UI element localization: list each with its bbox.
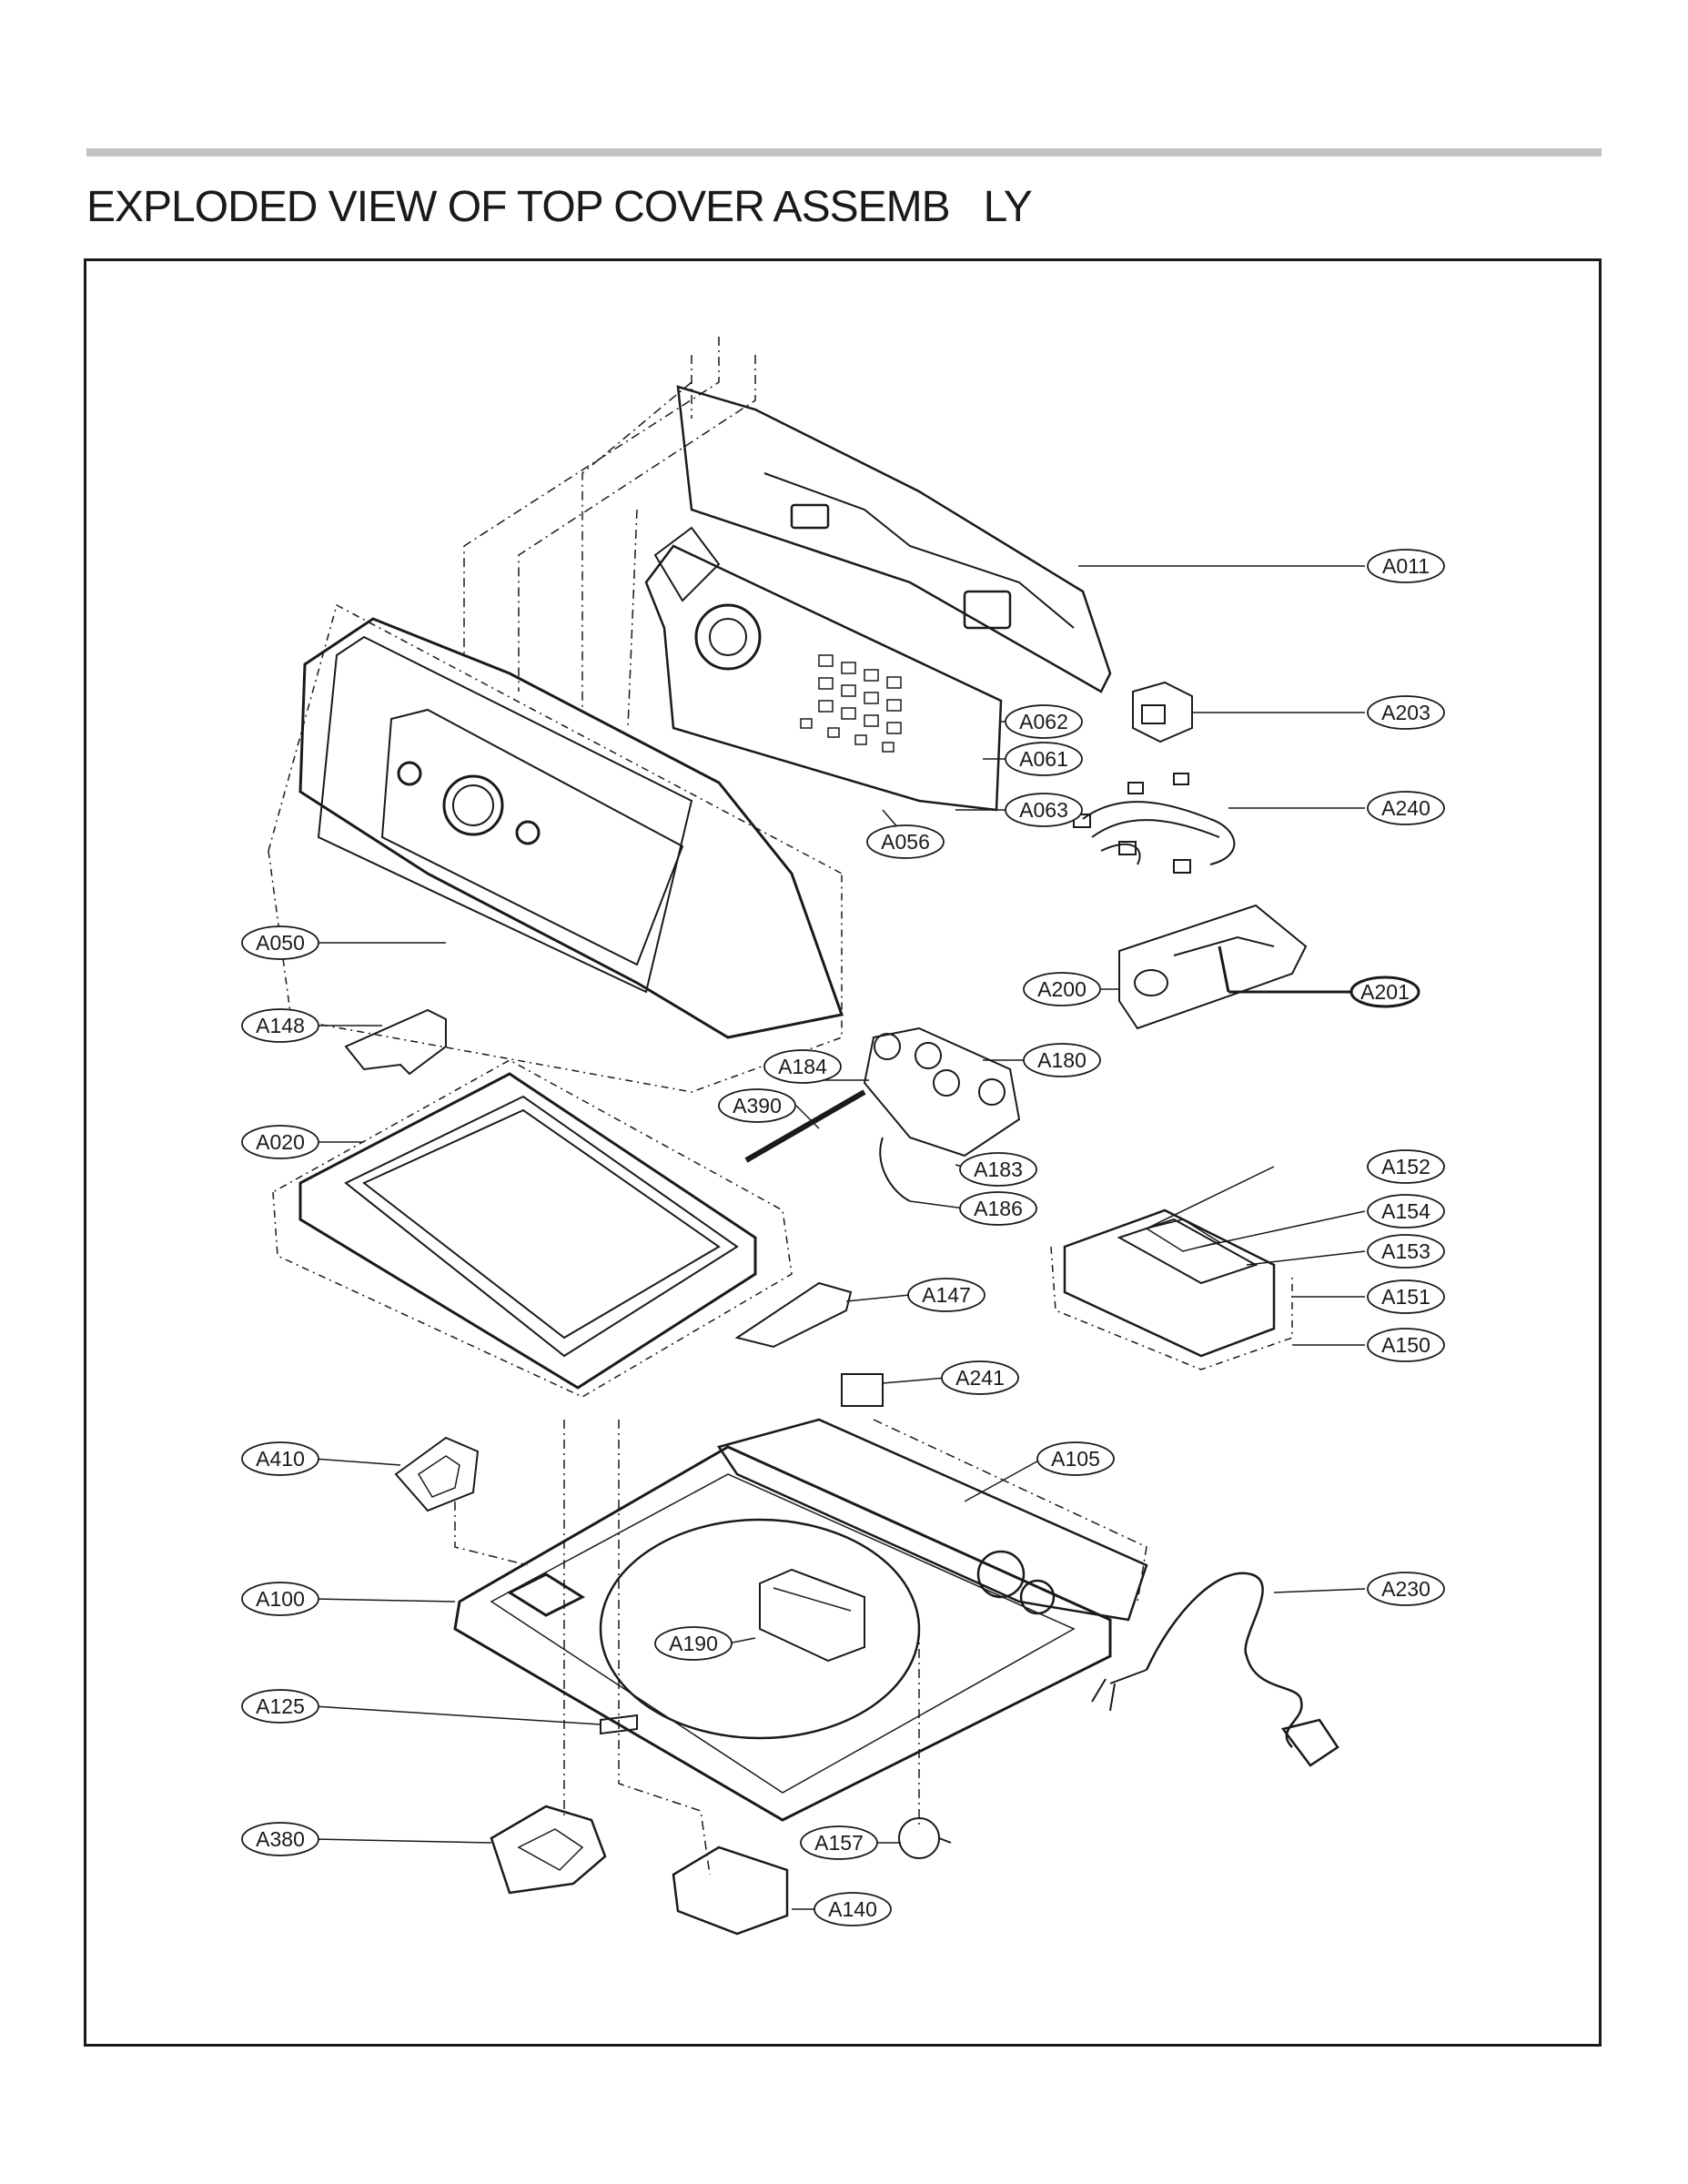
diagram-frame <box>84 258 1602 2047</box>
header-rule <box>86 148 1602 157</box>
callout-A183: A183 <box>959 1152 1037 1187</box>
callout-A410: A410 <box>241 1441 319 1476</box>
callout-A180: A180 <box>1023 1043 1101 1077</box>
svg-text:A063: A063 <box>1019 798 1068 822</box>
callout-A380: A380 <box>241 1822 319 1856</box>
callout-A105: A105 <box>1036 1441 1115 1476</box>
svg-text:A183: A183 <box>974 1158 1023 1181</box>
callout-A186: A186 <box>959 1191 1037 1226</box>
page-title: EXPLODED VIEW OF TOP COVER ASSEMB LY <box>86 183 1033 231</box>
svg-text:A061: A061 <box>1019 747 1068 771</box>
rear-panel-part <box>676 385 1112 693</box>
callout-A148: A148 <box>241 1008 319 1043</box>
svg-text:A152: A152 <box>1381 1155 1430 1178</box>
wire-harness-part <box>1073 773 1236 874</box>
svg-text:A186: A186 <box>974 1197 1023 1220</box>
svg-text:A390: A390 <box>733 1094 782 1117</box>
svg-text:A200: A200 <box>1037 977 1087 1001</box>
callout-A151: A151 <box>1367 1279 1445 1314</box>
callout-A157: A157 <box>800 1825 878 1860</box>
bleach-cup-part <box>394 1436 480 1512</box>
power-cord-part <box>1091 1572 1339 1767</box>
svg-text:A151: A151 <box>1381 1285 1430 1309</box>
callout-A150: A150 <box>1367 1328 1445 1362</box>
callout-A154: A154 <box>1367 1194 1445 1228</box>
svg-text:A100: A100 <box>256 1587 305 1611</box>
svg-text:A056: A056 <box>881 830 930 854</box>
callout-A020: A020 <box>241 1125 319 1159</box>
svg-text:A153: A153 <box>1381 1239 1430 1263</box>
hinge-part-a148 <box>344 1008 447 1076</box>
lid-part <box>298 1072 757 1390</box>
callout-A203: A203 <box>1367 695 1445 730</box>
callout-A153: A153 <box>1367 1234 1445 1269</box>
control-pcb-part <box>644 526 1003 812</box>
svg-text:A147: A147 <box>922 1283 971 1307</box>
svg-text:A140: A140 <box>828 1897 877 1921</box>
callout-A056: A056 <box>866 824 945 859</box>
callout-A390: A390 <box>718 1088 796 1123</box>
callout-A140: A140 <box>814 1892 892 1926</box>
svg-text:A240: A240 <box>1381 796 1430 820</box>
callout-A125: A125 <box>241 1689 319 1724</box>
callout-A050: A050 <box>241 925 319 960</box>
svg-text:A184: A184 <box>778 1055 827 1078</box>
svg-text:A011: A011 <box>1382 554 1430 578</box>
callout-A011: A011 <box>1367 549 1445 583</box>
svg-text:A150: A150 <box>1381 1333 1430 1357</box>
sensor-part-a241 <box>841 1373 884 1407</box>
callout-A200: A200 <box>1023 972 1101 1006</box>
lid-switch-part-a125 <box>600 1714 638 1735</box>
fan-part <box>490 1805 607 1895</box>
svg-text:A154: A154 <box>1381 1199 1430 1223</box>
callout-A147: A147 <box>907 1278 986 1312</box>
callout-A184: A184 <box>763 1049 842 1084</box>
svg-text:A203: A203 <box>1381 701 1430 724</box>
callout-A201: A201 <box>1349 976 1420 1008</box>
svg-text:A190: A190 <box>669 1632 718 1655</box>
knob-part <box>898 1817 952 1859</box>
callout-A100: A100 <box>241 1582 319 1616</box>
detergent-box-part <box>759 1568 865 1663</box>
svg-text:A020: A020 <box>256 1130 305 1154</box>
top-cover-part <box>453 1445 1112 1822</box>
svg-text:A062: A062 <box>1019 710 1068 733</box>
svg-text:A125: A125 <box>256 1694 305 1718</box>
svg-text:A180: A180 <box>1037 1048 1087 1072</box>
pressure-switch-part <box>1118 904 1308 1030</box>
door-lock-switch-part <box>1132 681 1193 743</box>
svg-text:A380: A380 <box>256 1827 305 1851</box>
rod-part <box>744 1089 866 1163</box>
svg-text:A410: A410 <box>256 1447 305 1471</box>
callout-A241: A241 <box>941 1360 1019 1395</box>
svg-text:A050: A050 <box>256 931 305 955</box>
water-valve-part <box>863 1026 1021 1202</box>
svg-text:A148: A148 <box>256 1014 305 1037</box>
callout-A230: A230 <box>1367 1572 1445 1606</box>
callout-A063: A063 <box>1005 793 1083 827</box>
lock-part-a140 <box>672 1845 789 1936</box>
callout-A152: A152 <box>1367 1149 1445 1184</box>
callout-A190: A190 <box>654 1626 733 1661</box>
svg-text:A105: A105 <box>1051 1447 1100 1471</box>
svg-text:A201: A201 <box>1360 980 1410 1004</box>
callout-A061: A061 <box>1005 742 1083 776</box>
svg-text:A241: A241 <box>955 1366 1005 1390</box>
guide-lines <box>454 337 1147 1876</box>
svg-text:A230: A230 <box>1381 1577 1430 1601</box>
svg-text:A157: A157 <box>814 1831 864 1855</box>
callout-A240: A240 <box>1367 791 1445 825</box>
callout-A062: A062 <box>1005 704 1083 739</box>
